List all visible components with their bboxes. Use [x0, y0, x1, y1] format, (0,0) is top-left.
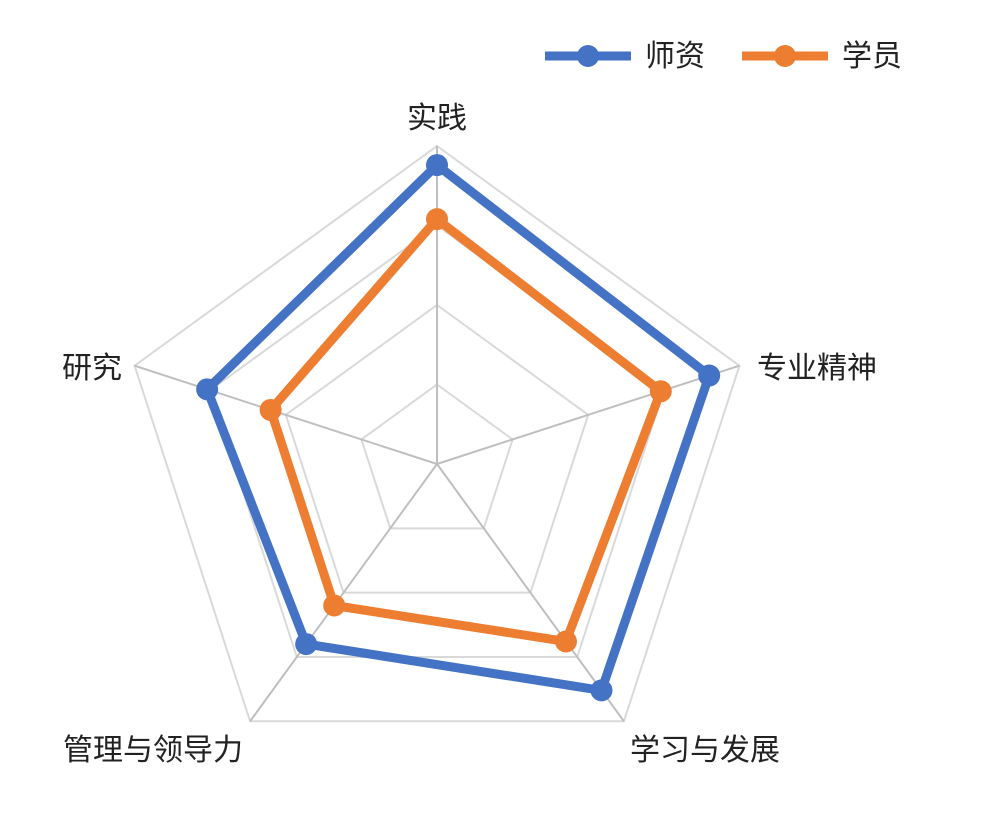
data-point: [590, 679, 613, 702]
series-layer: [196, 154, 721, 702]
axis-label: 专业精神: [757, 351, 877, 386]
axis-label: 实践: [407, 101, 467, 136]
series-1: [259, 208, 672, 653]
axis-label: 研究: [62, 351, 122, 386]
data-point: [323, 594, 346, 617]
legend-swatch-marker: [577, 45, 599, 67]
legend-item: 师资: [545, 39, 705, 74]
data-point: [295, 633, 318, 656]
legend-swatch-marker: [774, 45, 796, 67]
data-point: [426, 154, 448, 177]
data-point: [196, 378, 219, 401]
data-point: [426, 208, 448, 231]
axis-spoke: [134, 364, 438, 465]
legend-label: 师资: [645, 39, 705, 74]
axis-spoke: [436, 463, 625, 722]
legend-label: 学员: [842, 39, 902, 74]
series-line: [202, 160, 714, 695]
grid-ring: [360, 383, 514, 530]
axis-spoke: [249, 463, 438, 722]
series-0: [196, 154, 721, 702]
axis-label: 学习与发展: [630, 733, 780, 768]
data-point: [259, 398, 282, 421]
axis-spoke: [436, 364, 740, 465]
data-point: [554, 630, 577, 653]
data-point: [649, 380, 672, 403]
grid-ring: [284, 303, 590, 594]
grid-ring: [133, 144, 741, 723]
axis-label: 管理与领导力: [63, 733, 243, 768]
series-line: [266, 214, 666, 647]
legend: 师资 学员: [545, 39, 902, 74]
data-point: [698, 364, 721, 387]
legend-item: 学员: [742, 39, 902, 74]
